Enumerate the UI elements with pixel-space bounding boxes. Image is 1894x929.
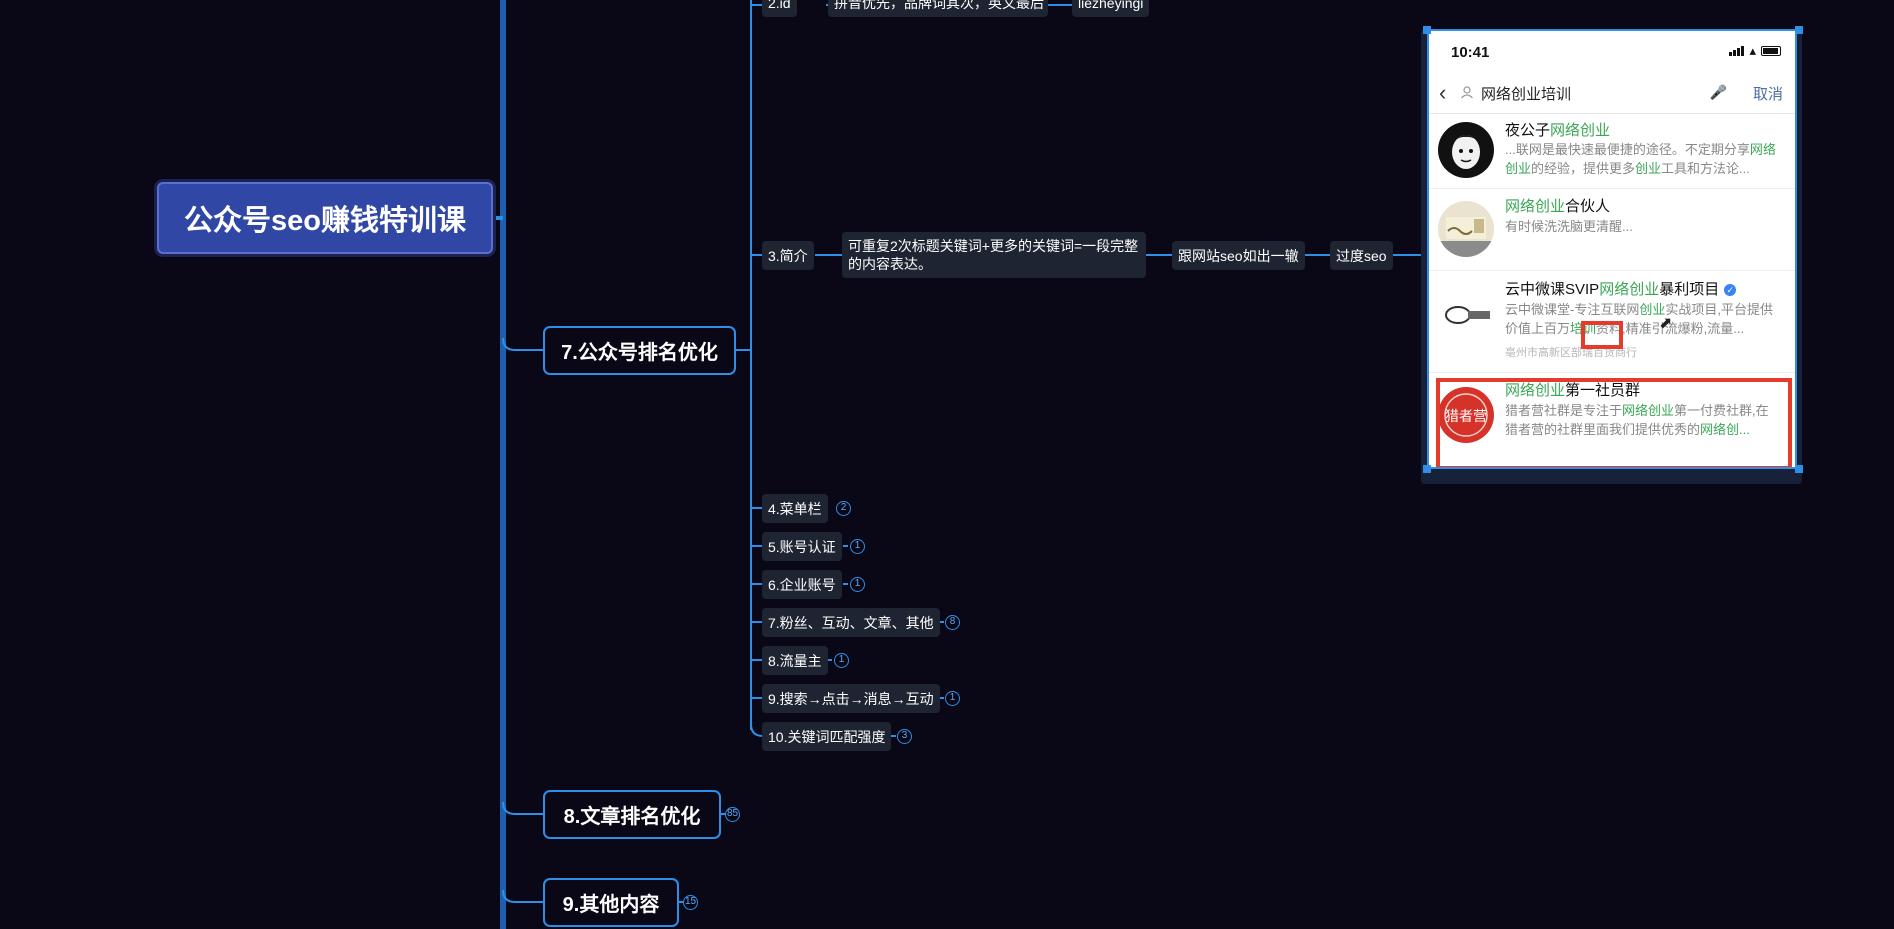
search-result-item[interactable]: 网络创业合伙人 有时候洗洗脑更清醒... <box>1429 189 1795 271</box>
resize-handle[interactable] <box>1795 26 1803 34</box>
sub-node-traffic-owner[interactable]: 8.流量主 <box>762 646 828 675</box>
avatar <box>1438 287 1494 343</box>
result-description: ...联网是最快速最便捷的途径。不定期分享网络创业的经验，提供更多创业工具和方法… <box>1505 142 1776 176</box>
collapse-count-badge[interactable]: 1 <box>850 577 865 592</box>
sub-node-fans-interaction[interactable]: 7.粉丝、互动、文章、其他 <box>762 608 940 637</box>
mouse-cursor-icon: ⬈ <box>1659 315 1673 332</box>
sub-node-menu[interactable]: 4.菜单栏 <box>762 494 828 523</box>
collapse-count-badge[interactable]: 1 <box>945 691 960 706</box>
status-icons: ▴ <box>1729 43 1781 58</box>
avatar-text: 猎者营 <box>1445 409 1487 425</box>
branch-node-other[interactable]: 9.其他内容 <box>543 878 679 927</box>
avatar: 猎者营 <box>1438 387 1494 443</box>
result-description: 猎者营社群是专注于网络创业第一付费社群,在猎者营的社群里面我们提供优秀的网络创.… <box>1505 403 1769 437</box>
collapse-count-badge[interactable]: 3 <box>897 729 912 744</box>
result-description: 云中微课堂-专注互联网创业实战项目,平台提供价值上百万培训资料,精准引流爆粉,流… <box>1505 302 1773 336</box>
annotation-highlight-box <box>1581 321 1623 349</box>
resize-handle[interactable] <box>1423 465 1431 473</box>
microphone-icon[interactable]: 🎤 <box>1709 84 1727 100</box>
sub-node-id[interactable]: 2.id <box>762 0 797 17</box>
sub-node-same-as-website-seo[interactable]: 跟网站seo如出一辙 <box>1172 241 1305 270</box>
result-meta: 亳州市高新区部瑞百货商行 <box>1505 347 1637 359</box>
sub-node-intro-description[interactable]: 可重复2次标题关键词+更多的关键词=一段完整的内容表达。 <box>842 232 1146 278</box>
search-result-item[interactable]: 夜公子网络创业 ...联网是最快速最便捷的途径。不定期分享网络创业的经验，提供更… <box>1429 113 1795 189</box>
result-description: 有时候洗洗脑更清醒... <box>1505 219 1633 234</box>
search-input[interactable]: 网络创业培训 <box>1481 86 1572 103</box>
back-icon[interactable]: ‹ <box>1439 80 1447 105</box>
sub-node-id-example[interactable]: liezheyingi <box>1072 0 1150 17</box>
search-result-item[interactable]: 云中微课SVIP网络创业暴利项目✓ 云中微课堂-专注互联网创业实战项目,平台提供… <box>1429 271 1795 373</box>
collapse-count-badge[interactable]: 1 <box>834 653 849 668</box>
search-bar[interactable]: ‹ 网络创业培训 🎤 取消 <box>1429 73 1795 114</box>
branch-node-article-rank[interactable]: 8.文章排名优化 <box>543 790 721 839</box>
collapse-count-badge[interactable]: 15 <box>683 895 698 910</box>
resize-handle[interactable] <box>1795 465 1803 473</box>
collapse-count-badge[interactable]: 1 <box>850 539 865 554</box>
branch-node-rank-optimization[interactable]: 7.公众号排名优化 <box>543 326 736 375</box>
sub-node-search-click-flow[interactable]: 9.搜索→点击→消息→互动 <box>762 684 940 713</box>
collapse-count-badge[interactable]: 8 <box>945 615 960 630</box>
phone-screenshot[interactable]: 10:41 ▴ ‹ 网络创业培训 🎤 取消 <box>1427 29 1797 469</box>
user-icon <box>1461 86 1473 99</box>
verified-badge-icon: ✓ <box>1724 284 1737 297</box>
wifi-icon: ▴ <box>1749 43 1756 58</box>
sub-node-enterprise-account[interactable]: 6.企业账号 <box>762 570 842 599</box>
avatar <box>1438 201 1494 257</box>
resize-handle[interactable] <box>1423 26 1431 34</box>
result-title: 网络创业第一社员群 <box>1505 382 1641 399</box>
sub-node-intro[interactable]: 3.简介 <box>762 241 814 270</box>
sub-node-over-seo[interactable]: 过度seo <box>1330 241 1393 270</box>
result-title: 网络创业合伙人 <box>1505 198 1611 215</box>
root-node[interactable]: 公众号seo赚钱特训课 <box>157 182 493 254</box>
result-title: 云中微课SVIP网络创业暴利项目✓ <box>1505 278 1737 299</box>
status-time: 10:41 <box>1451 44 1490 61</box>
result-title: 夜公子网络创业 <box>1505 122 1611 139</box>
battery-icon <box>1761 46 1781 56</box>
collapse-count-badge[interactable]: 85 <box>725 807 740 822</box>
cancel-button[interactable]: 取消 <box>1752 86 1783 103</box>
collapse-count-badge[interactable]: 2 <box>836 501 851 516</box>
avatar <box>1438 122 1494 178</box>
sub-node-account-verify[interactable]: 5.账号认证 <box>762 532 842 561</box>
sub-node-keyword-match[interactable]: 10.关键词匹配强度 <box>762 722 892 751</box>
annotation-highlight-box <box>1436 378 1792 467</box>
search-result-item[interactable]: 猎者营 网络创业第一社员群 猎者营社群是专注于网络创业第一付费社群,在猎者营的社… <box>1429 373 1795 467</box>
sub-node-id-rule[interactable]: 拼音优先，品牌词其次，英文最后 <box>828 0 1048 17</box>
signal-icon <box>1729 46 1745 56</box>
